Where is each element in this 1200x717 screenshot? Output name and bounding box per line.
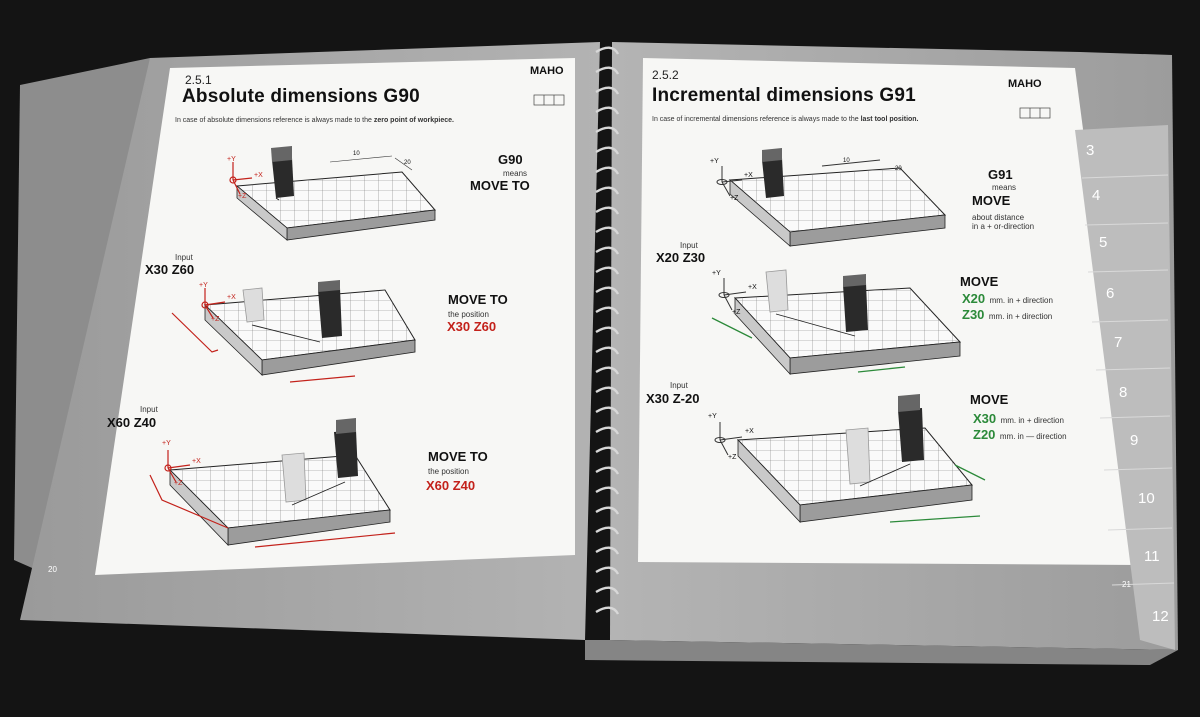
left-axis-z-1: +Z: [238, 193, 247, 200]
right-dimension-label-b: 20: [895, 166, 902, 172]
right-axes-3: [714, 422, 986, 523]
index-tab-12[interactable]: 12: [1152, 608, 1169, 625]
right-axis-x-3: +X: [745, 428, 754, 435]
left-page-description: In case of absolute dimensions reference…: [175, 117, 454, 124]
left-input-label-2: Input: [140, 405, 158, 414]
right-axis-y-1: +Y: [710, 158, 719, 165]
right-g-code: G91: [988, 167, 1013, 182]
left-brand-logo: MAHO: [530, 65, 564, 77]
index-tab-4[interactable]: 4: [1092, 187, 1101, 204]
left-axis-z-3: +Z: [174, 480, 183, 487]
right-workpiece-1: [728, 148, 947, 247]
index-tab-9[interactable]: 9: [1130, 432, 1139, 449]
left-position-3: X60 Z40: [426, 478, 476, 493]
right-input-label-1: Input: [680, 241, 698, 250]
right-axis-y-2: +Y: [712, 270, 721, 277]
left-axis-y-1: +Y: [227, 156, 236, 163]
index-tab-3[interactable]: 3: [1086, 142, 1095, 159]
left-input-value-2: X60 Z40: [107, 415, 157, 430]
right-axes-1: [716, 159, 881, 197]
right-axis-z-3: +Z: [728, 454, 737, 461]
right-workpiece-2: [733, 269, 962, 376]
right-page-index-box: [1019, 107, 1051, 119]
right-move-2-z-line: Z30 mm. in + direction: [962, 307, 1053, 322]
right-axes-2: [711, 278, 906, 373]
left-workpiece-2: [203, 280, 416, 376]
left-input-label-1: Input: [175, 253, 193, 262]
left-axes-2: [171, 288, 356, 383]
right-input-label-2: Input: [670, 381, 688, 390]
index-tabs-strip: [1075, 125, 1175, 650]
tab-separators: [1081, 174, 1175, 586]
right-move-3-x-line: X30 mm. in + direction: [973, 411, 1064, 426]
right-axis-z-2: +Z: [732, 309, 741, 316]
right-page-stack: [585, 640, 1178, 665]
index-tab-11[interactable]: 11: [1144, 548, 1160, 565]
left-move-to-2: MOVE TO: [448, 292, 508, 307]
left-g-code: G90: [498, 152, 523, 167]
right-section-number: 2.5.2: [652, 68, 679, 82]
left-the-position-3: the position: [428, 467, 469, 476]
left-axis-x-1: +X: [254, 172, 263, 179]
left-the-position-2: the position: [448, 310, 489, 319]
right-move-3-z-line: Z20 mm. in — direction: [973, 427, 1067, 442]
spiral-binding: [595, 46, 620, 615]
index-tab-7[interactable]: 7: [1114, 334, 1123, 351]
right-move-1: MOVE: [972, 193, 1011, 208]
right-page-number: 21: [1122, 580, 1131, 589]
left-axes-1: [229, 162, 253, 195]
right-direction-note: in a + or-direction: [972, 222, 1035, 231]
left-axis-x-2: +X: [227, 294, 236, 301]
left-axis-z-2: +Z: [211, 316, 220, 323]
left-axis-y-2: +Y: [199, 282, 208, 289]
right-dimension-label-a: 10: [843, 158, 850, 164]
right-page-description: In case of incremental dimensions refere…: [652, 116, 919, 123]
index-tab-5[interactable]: 5: [1099, 234, 1108, 251]
right-axis-x-2: +X: [748, 284, 757, 291]
index-tab-8[interactable]: 8: [1119, 384, 1128, 401]
right-move-2: MOVE: [960, 274, 999, 289]
left-position-2: X30 Z60: [447, 319, 497, 334]
left-page-index-box: [533, 94, 565, 106]
left-dimension-1: [329, 155, 413, 171]
left-workpiece-1: [235, 146, 436, 241]
right-page-title: Incremental dimensions G91: [652, 85, 916, 106]
right-about-distance: about distance: [972, 213, 1025, 222]
left-dimension-label-b: 20: [404, 160, 411, 166]
right-brand-logo: MAHO: [1008, 78, 1042, 90]
index-tab-6[interactable]: 6: [1106, 285, 1115, 302]
left-axis-y-3: +Y: [162, 440, 171, 447]
left-section-number: 2.5.1: [185, 73, 212, 87]
right-input-value-1: X20 Z30: [656, 250, 706, 265]
right-move-3: MOVE: [970, 392, 1009, 407]
left-axes-3: [149, 450, 396, 548]
left-page-title: Absolute dimensions G90: [182, 86, 420, 107]
left-move-to-3: MOVE TO: [428, 449, 488, 464]
left-workpiece-3: [168, 418, 391, 546]
right-workpiece-3: [736, 394, 973, 524]
right-input-value-2: X30 Z-20: [646, 391, 700, 406]
left-axis-x-3: +X: [192, 458, 201, 465]
right-axis-z-1: +Z: [730, 195, 739, 202]
right-move-2-x-line: X20 mm. in + direction: [962, 291, 1053, 306]
left-dimension-label-a: 10: [353, 151, 360, 157]
right-means-label: means: [992, 183, 1017, 192]
left-page-number: 20: [48, 565, 57, 574]
right-axis-x-1: +X: [744, 172, 753, 179]
right-axis-y-3: +Y: [708, 413, 717, 420]
left-move-to-1: MOVE TO: [470, 178, 530, 193]
index-tab-10[interactable]: 10: [1138, 490, 1155, 507]
left-input-value-1: X30 Z60: [145, 262, 195, 277]
left-means-label: means: [503, 169, 528, 178]
